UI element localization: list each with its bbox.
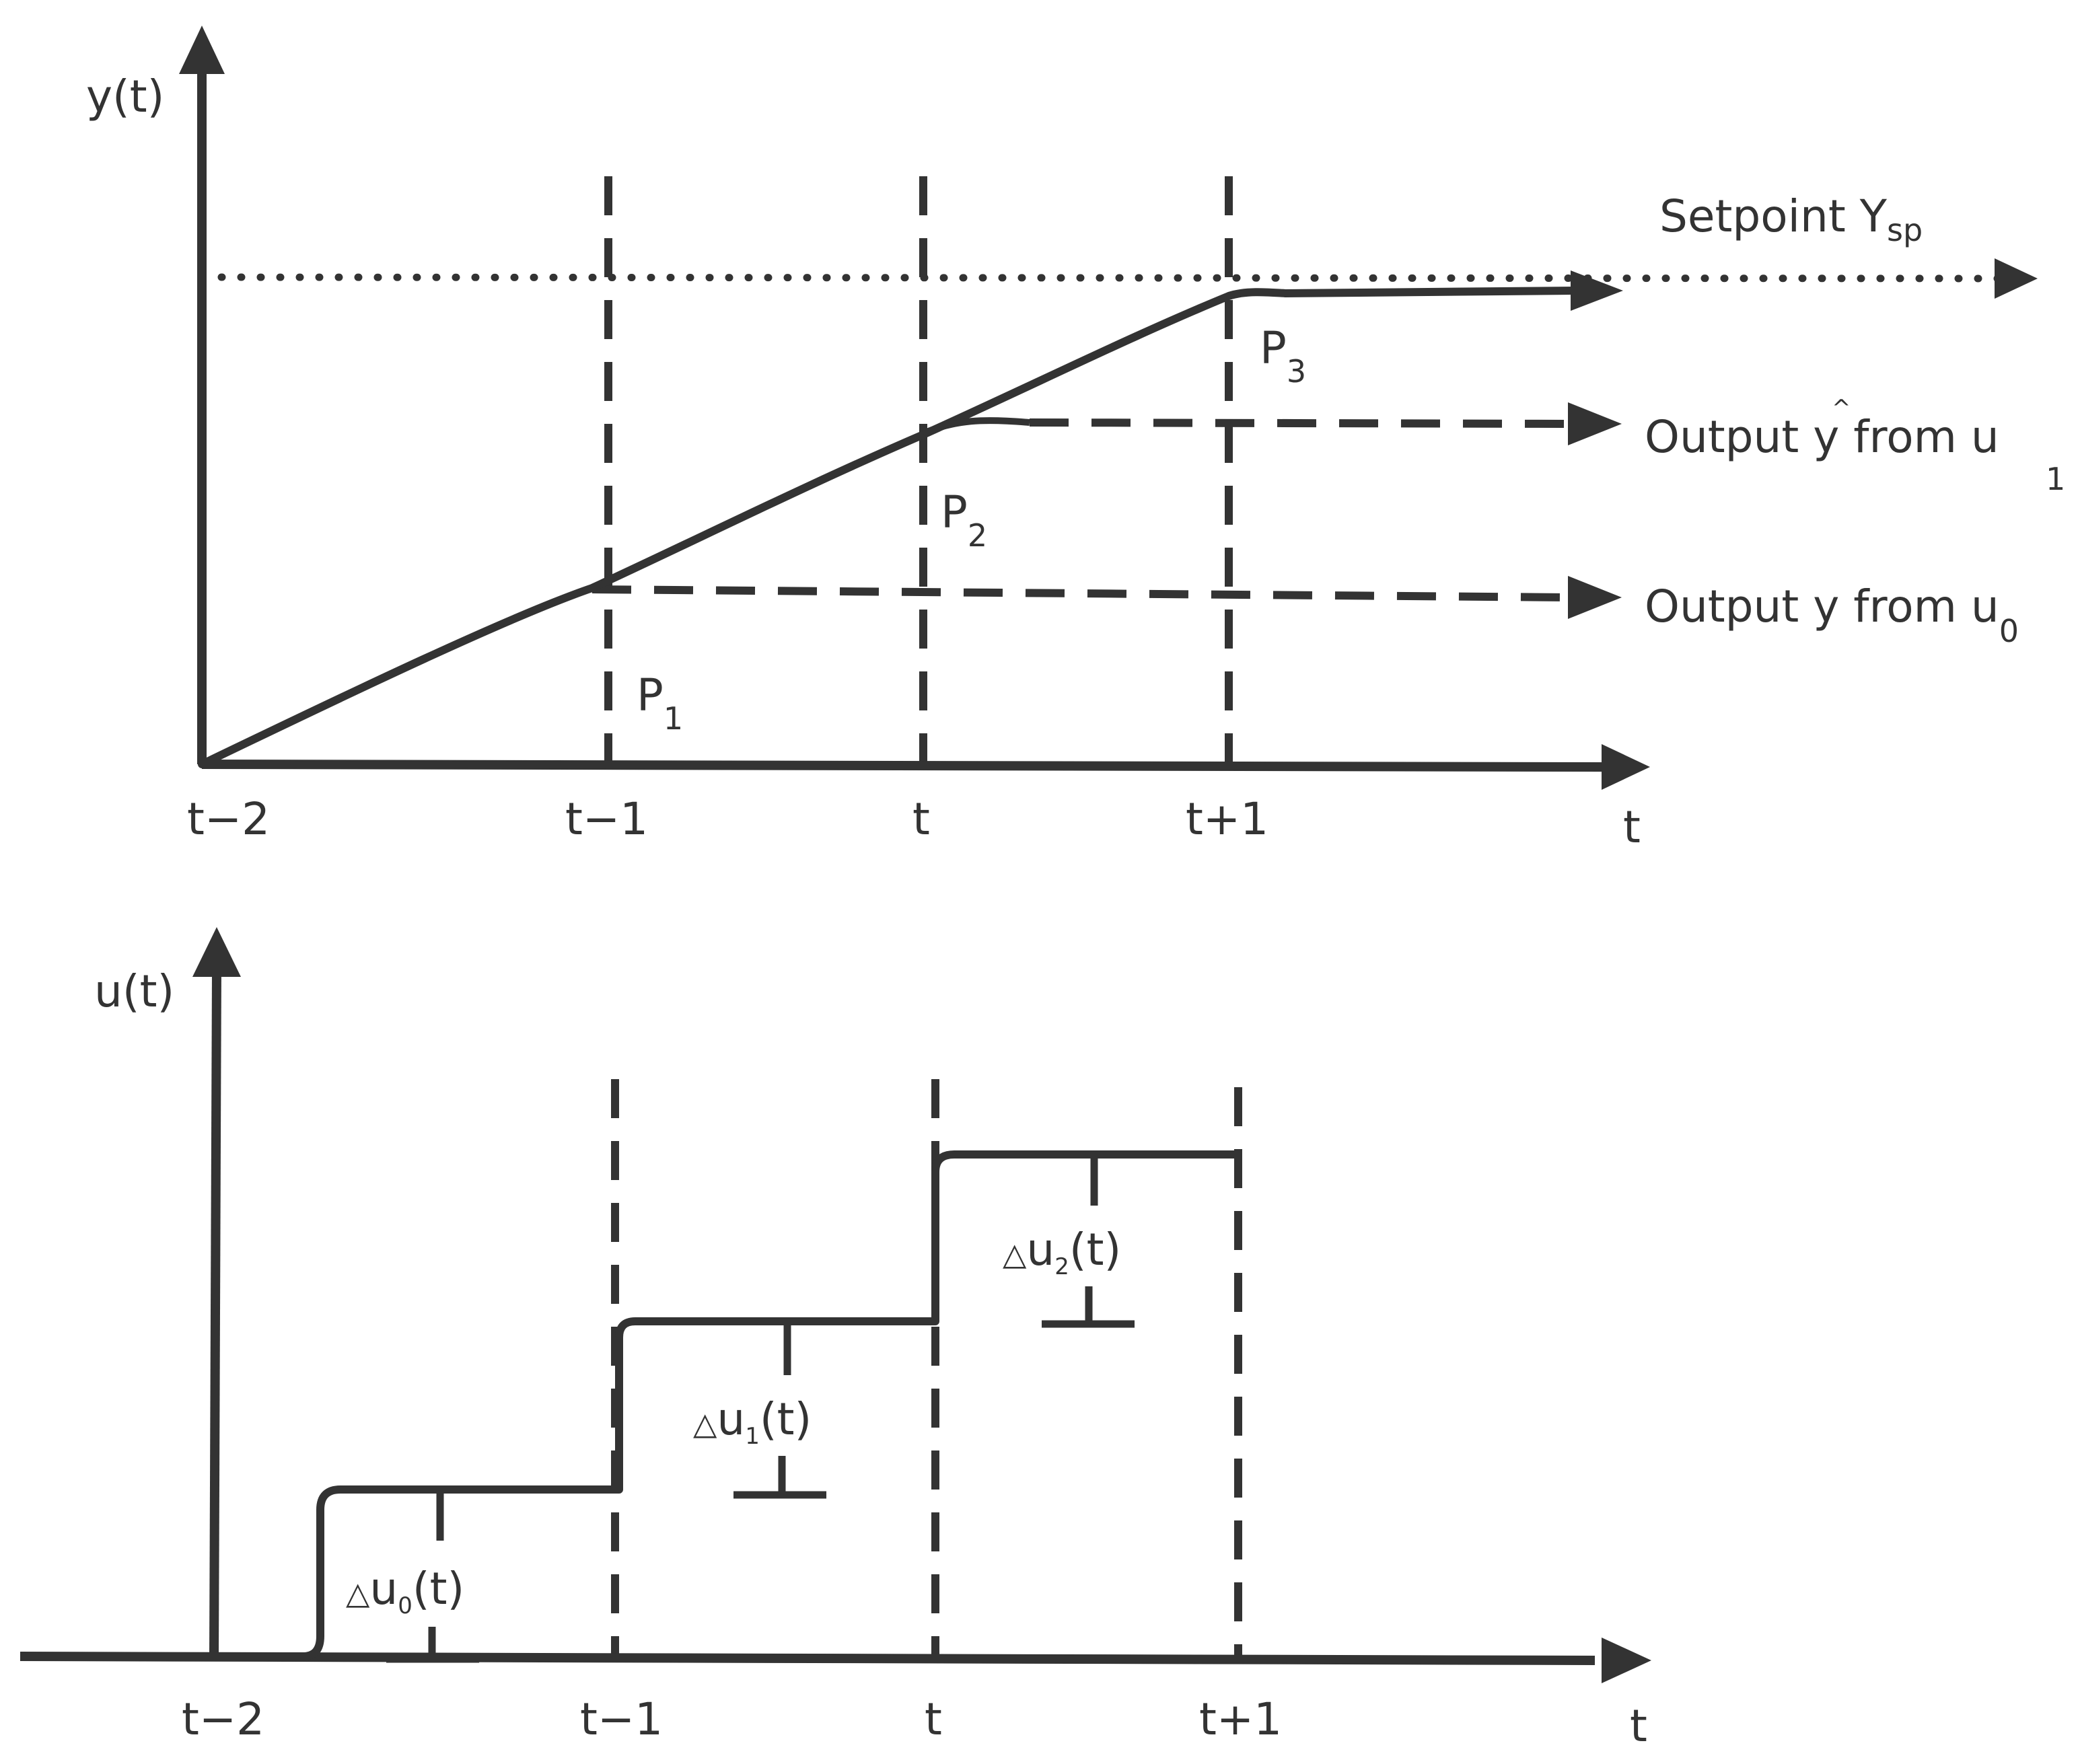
delta-u2-label: △u2(t)	[1003, 1224, 1121, 1280]
top-tick-t-minus-1: t−1	[565, 793, 648, 845]
output-u0-line	[592, 585, 1569, 601]
bottom-x-arrowhead	[1602, 1638, 1651, 1683]
delta-u0-label: △u0(t)	[346, 1563, 464, 1619]
delta-u1-label: △u1(t)	[693, 1393, 812, 1450]
bottom-x-axis-label: t	[1630, 1700, 1647, 1752]
control-staircase	[215, 1150, 1242, 1660]
top-x-axis-label: t	[1623, 801, 1641, 853]
response-arrowhead	[1571, 270, 1623, 311]
bottom-tick-t-minus-1: t−1	[580, 1693, 663, 1745]
svg-text:1: 1	[2046, 461, 2065, 497]
point-p3-label: P3	[1260, 322, 1306, 390]
top-x-axis	[201, 760, 1602, 772]
bottom-tick-t-plus-1: t+1	[1199, 1693, 1282, 1745]
top-plot: y(t) t t−2 t−1 t t+1 Setpoint Ysp Output…	[86, 26, 2065, 853]
setpoint-arrowhead	[1995, 258, 2038, 299]
top-time-guides	[604, 176, 1233, 767]
increment-markers	[386, 1159, 1135, 1663]
bottom-y-arrowhead	[192, 927, 241, 977]
top-tick-t-minus-2: t−2	[187, 793, 270, 845]
top-x-arrowhead	[1602, 744, 1650, 790]
response-shoulder	[922, 417, 1030, 437]
top-y-axis-label: y(t)	[86, 71, 164, 122]
response-curve	[198, 287, 1577, 768]
setpoint-line	[198, 273, 2003, 283]
top-tick-t-plus-1: t+1	[1186, 793, 1268, 845]
output-u0-arrowhead	[1568, 576, 1622, 619]
output-u0-label: Output y from u0	[1645, 581, 2019, 649]
bottom-y-axis	[209, 968, 221, 1657]
svg-text:^: ^	[1832, 395, 1851, 422]
bottom-tick-t: t	[925, 1693, 942, 1745]
svg-text:Output y from u: Output y from u	[1645, 411, 1999, 463]
top-y-arrowhead	[179, 26, 225, 74]
bottom-time-guides	[611, 1079, 1242, 1660]
point-p1-label: P1	[637, 669, 683, 737]
output-u1-label: Output y from u ^ 1	[1645, 395, 2065, 497]
bottom-y-axis-label: u(t)	[94, 965, 174, 1017]
top-tick-t: t	[912, 793, 930, 845]
output-u1-line	[1029, 418, 1569, 428]
output-u1-arrowhead	[1568, 402, 1622, 445]
bottom-tick-t-minus-2: t−2	[182, 1693, 264, 1745]
point-p2-label: P2	[941, 486, 987, 554]
setpoint-label: Setpoint Ysp	[1659, 190, 1923, 248]
bottom-plot: u(t) t t−2 t−1 t t+1 △u0(t) △u1(t) △u2(t…	[20, 927, 1651, 1752]
